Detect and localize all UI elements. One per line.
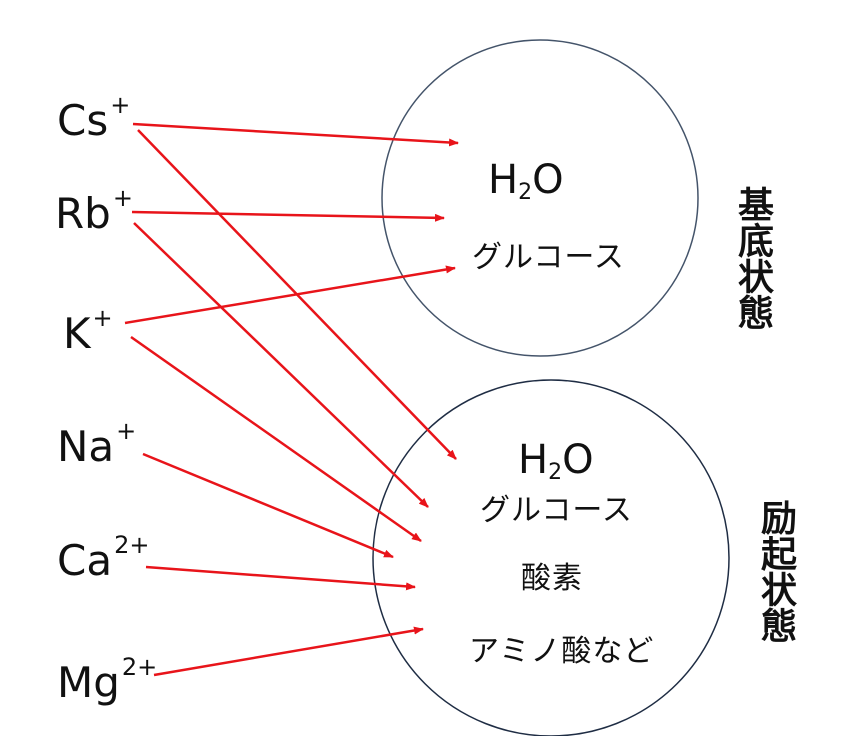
ground-glucose: グルコース [472,240,625,275]
ion-mg-symbol: Mg [57,658,120,707]
excited-water-h: H [518,437,549,483]
arrow-rb-to-ground [131,210,445,222]
ion-ca-charge: 2+ [114,531,150,559]
arrow-cs-to-ground [132,122,459,147]
ion-k: K+ [63,306,113,355]
ion-mg: Mg2+ [57,655,157,704]
excited-glucose: グルコース [480,493,633,528]
ion-cs-charge: + [110,91,131,119]
ion-na-symbol: Na [57,422,115,471]
ground-water: H2O [488,157,564,204]
ground-water-sub: 2 [518,180,533,205]
ion-k-symbol: K [63,309,91,358]
ion-ca: Ca2+ [57,533,149,582]
ground-water-o: O [532,157,564,203]
excited-state-label: 励起状態 [755,499,796,643]
arrow-mg-to-excited [153,626,424,677]
excited-amino-acids: アミノ酸など [469,634,655,669]
ground-state-label: 基底状態 [732,186,773,330]
excited-water: H2O [518,437,594,484]
ion-k-charge: + [92,304,113,332]
arrow-rb-to-excited [133,222,429,508]
ion-rb-charge: + [112,184,133,212]
ion-ca-symbol: Ca [57,536,113,585]
ion-rb: Rb+ [55,186,133,235]
ion-na: Na+ [57,419,136,468]
ion-cs-symbol: Cs [57,96,109,145]
ion-cs: Cs+ [57,93,130,142]
ground-water-h: H [488,157,519,203]
excited-water-o: O [562,437,594,483]
excited-oxygen: 酸素 [521,561,583,596]
arrow-k-to-ground [124,265,456,325]
arrow-na-to-excited [142,452,394,559]
ion-rb-symbol: Rb [55,189,111,238]
arrow-ca-to-excited [145,565,416,591]
excited-water-sub: 2 [548,460,563,485]
arrow-k-to-excited [130,335,422,543]
ion-na-charge: + [116,417,137,445]
excited-state-circle [372,379,730,736]
ground-state-circle [381,39,699,357]
ion-mg-charge: 2+ [121,653,158,681]
